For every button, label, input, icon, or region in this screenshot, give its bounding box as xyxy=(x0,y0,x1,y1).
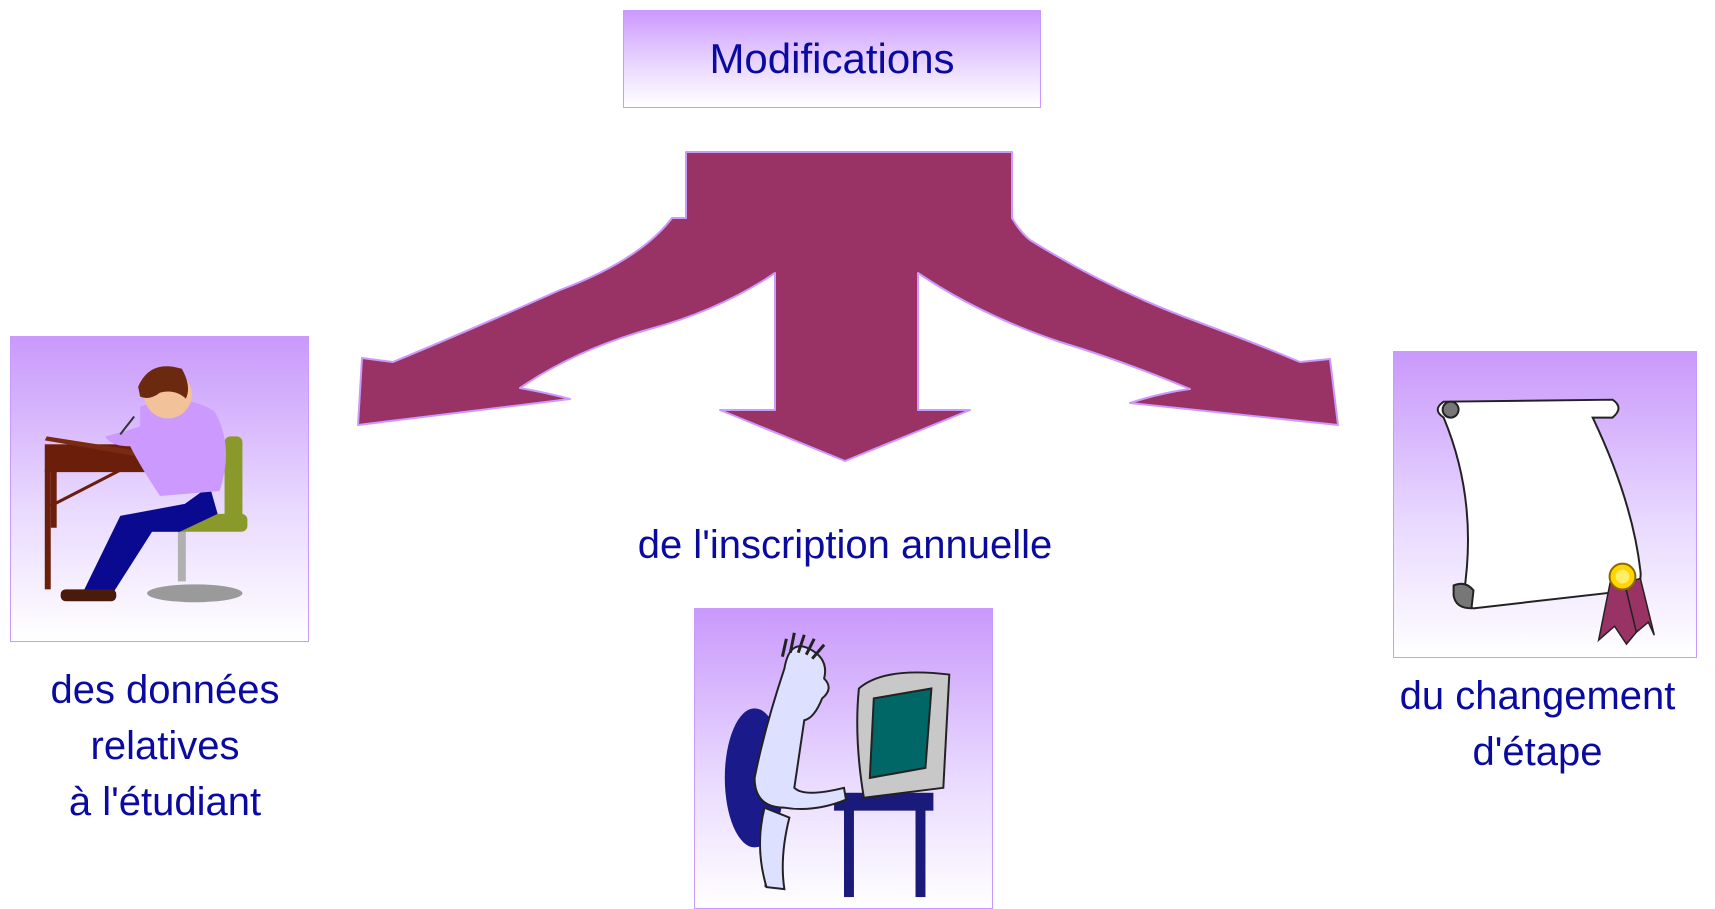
right-label-line-1: du changement xyxy=(1399,674,1676,718)
three-way-arrow-shape xyxy=(357,151,1339,462)
center-label: de l'inscription annuelle xyxy=(540,517,1150,573)
left-label-line-3: à l'étudiant xyxy=(68,780,262,824)
student-writing-at-desk-icon xyxy=(44,366,248,603)
diploma-scroll-picture xyxy=(1393,351,1697,658)
person-at-computer-picture xyxy=(694,608,993,909)
title-box: Modifications xyxy=(623,10,1041,108)
title-text: Modifications xyxy=(709,35,955,82)
person-at-computer-icon xyxy=(724,632,951,898)
diploma-scroll-icon xyxy=(1436,398,1655,646)
left-label-line-2: relatives xyxy=(90,724,240,768)
center-label-text: de l'inscription annuelle xyxy=(637,523,1053,567)
left-label: des données relatives à l'étudiant xyxy=(10,662,320,830)
right-label-line-2: d'étape xyxy=(1472,730,1603,774)
right-label: du changement d'étape xyxy=(1365,668,1710,780)
left-label-line-1: des données xyxy=(50,668,280,712)
student-writing-picture xyxy=(10,336,309,642)
